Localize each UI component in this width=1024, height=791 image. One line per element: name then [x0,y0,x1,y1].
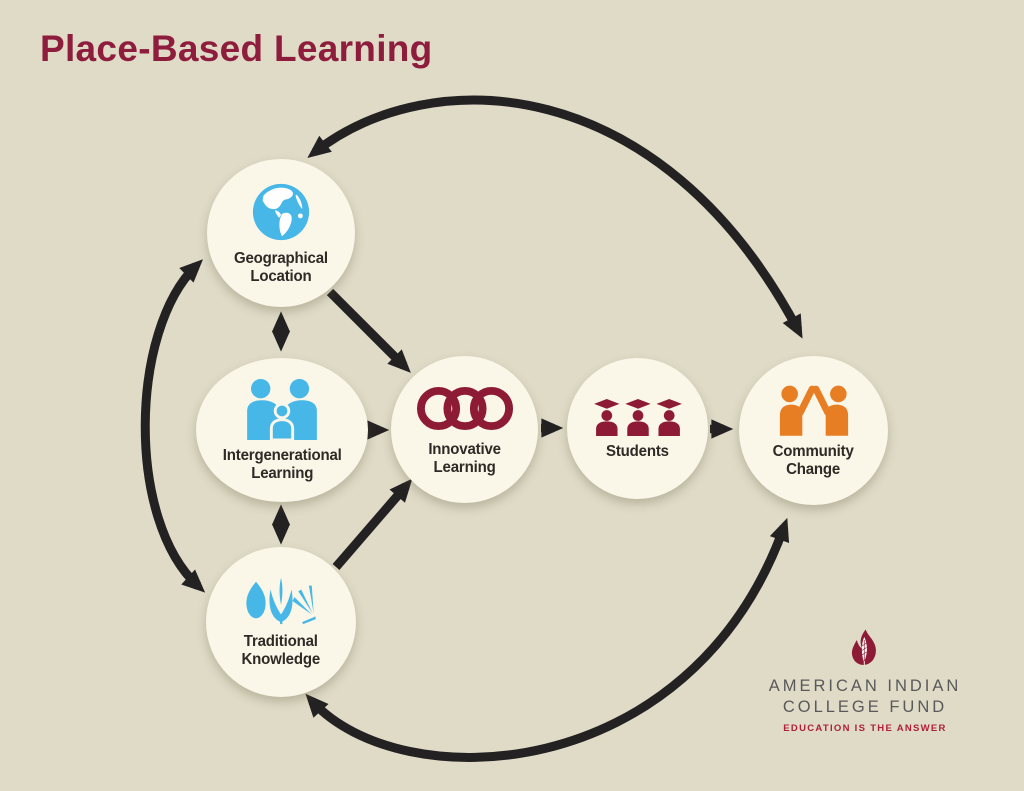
node-label: Traditional Knowledge [241,632,321,668]
node-label: Innovative Learning [428,440,501,476]
arrow-traditional-innovative [332,478,413,570]
page-title: Place-Based Learning [40,28,433,69]
node-students: Students [567,358,708,499]
node-label: Geographical Location [234,249,328,285]
node-intergenerational-learning: Intergenerational Learning [196,358,368,502]
arrow-geographical-community-top-arc [307,95,803,339]
arrow-geographical-innovative [326,288,411,373]
logo-org-name-line2: COLLEGE FUND [782,698,948,717]
flame-feather-icon [851,629,876,666]
plants-icon [246,577,316,624]
node-label: Intergenerational Learning [222,446,342,482]
logo-org-name-line1: AMERICAN INDIAN [768,677,962,695]
graduates-icon [593,398,682,436]
interlocking-rings-icon [416,386,513,430]
arrow-traditional-community-bottom-arc [305,517,790,762]
logo-tagline: EDUCATION IS THE ANSWER [783,722,947,734]
node-label: Students [606,442,669,460]
high-five-icon [779,385,848,436]
american-indian-college-fund-logo: AMERICAN INDIAN COLLEGE FUND EDUCATION I… [762,626,968,734]
node-innovative-learning: Innovative Learning [391,356,538,503]
arrow-geographical-traditional-left-arc [140,259,206,593]
family-icon [247,378,317,440]
node-traditional-knowledge: Traditional Knowledge [206,547,356,697]
node-geographical-location: Geographical Location [207,159,355,307]
node-label: Community Change [772,442,855,478]
node-community-change: Community Change [739,356,888,505]
globe-icon [252,183,310,240]
